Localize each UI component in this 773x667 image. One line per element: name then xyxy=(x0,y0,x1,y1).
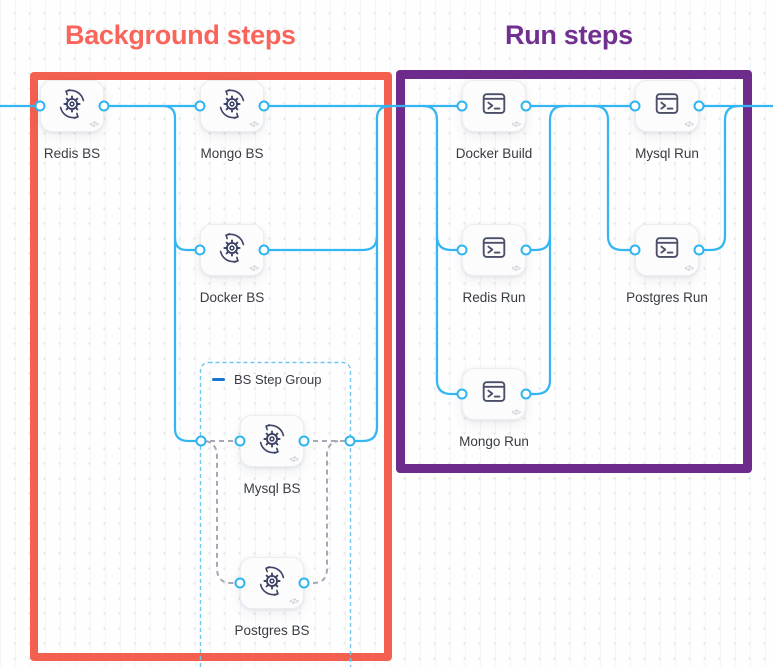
connector-dot[interactable] xyxy=(456,388,468,400)
step-label: Mysql BS xyxy=(243,481,301,496)
sync-gear-icon xyxy=(59,88,85,120)
edge-run-split1-redis xyxy=(435,234,464,252)
connector-dot[interactable] xyxy=(195,435,207,447)
edge-run-split2 xyxy=(592,104,637,252)
edge-run-merge1 xyxy=(524,104,566,396)
node-redis-bs[interactable]: </> Redis BS xyxy=(40,80,104,161)
node-redis-run[interactable]: </> Redis Run xyxy=(462,224,526,305)
terminal-icon xyxy=(482,93,506,114)
terminal-icon xyxy=(482,237,506,258)
code-badge: </> xyxy=(511,264,521,273)
background-steps-box xyxy=(30,72,392,661)
bs-step-group-border xyxy=(199,361,352,667)
run-steps-title: Run steps xyxy=(505,20,633,50)
step-card[interactable]: </> xyxy=(462,80,526,132)
edge-group-up xyxy=(304,440,339,584)
step-card[interactable]: </> xyxy=(635,224,699,276)
code-badge: </> xyxy=(289,455,299,464)
connector-dot[interactable] xyxy=(520,244,532,256)
edge-run-merge2 xyxy=(697,104,741,252)
code-badge: </> xyxy=(89,120,99,129)
edge-group-down xyxy=(205,440,240,584)
connector-dot[interactable] xyxy=(693,244,705,256)
step-label: Docker Build xyxy=(455,146,533,161)
edge-bg-split xyxy=(161,104,203,443)
connector-dot[interactable] xyxy=(520,388,532,400)
code-badge: </> xyxy=(249,264,259,273)
edge-run-merge1-redis xyxy=(524,234,552,252)
connector-dot[interactable] xyxy=(629,100,641,112)
collapse-dash-icon[interactable] xyxy=(212,377,225,382)
connector-dot[interactable] xyxy=(234,577,246,589)
step-card[interactable]: </> xyxy=(462,224,526,276)
node-docker-build[interactable]: </> Docker Build xyxy=(456,80,532,161)
step-label: Postgres BS xyxy=(234,623,310,638)
code-badge: </> xyxy=(511,408,521,417)
code-badge: </> xyxy=(684,264,694,273)
run-steps-box xyxy=(396,70,752,473)
node-postgres-run[interactable]: </> Postgres Run xyxy=(626,224,708,305)
code-badge: </> xyxy=(684,120,694,129)
edge-run-split1 xyxy=(421,104,464,396)
terminal-icon xyxy=(655,93,679,114)
terminal-icon xyxy=(655,237,679,258)
connector-dot[interactable] xyxy=(258,100,270,112)
step-card[interactable]: </> xyxy=(240,415,304,467)
code-badge: </> xyxy=(511,120,521,129)
connector-dot[interactable] xyxy=(194,244,206,256)
edge-bg-split-docker xyxy=(173,236,202,252)
connector-dot[interactable] xyxy=(629,244,641,256)
step-card[interactable]: </> xyxy=(200,224,264,276)
step-card[interactable]: </> xyxy=(635,80,699,132)
bs-step-group-header[interactable]: BS Step Group xyxy=(212,372,321,387)
connector-dot[interactable] xyxy=(234,435,246,447)
bs-step-group-label: BS Step Group xyxy=(234,372,322,387)
code-badge: </> xyxy=(289,597,299,606)
step-label: Mysql Run xyxy=(635,146,699,161)
connector-dot[interactable] xyxy=(34,100,46,112)
connector-dot[interactable] xyxy=(520,100,532,112)
step-label: Docker BS xyxy=(199,290,265,305)
step-label: Postgres Run xyxy=(626,290,708,305)
background-steps-title: Background steps xyxy=(65,20,296,50)
step-label: Mongo BS xyxy=(200,146,264,161)
terminal-icon xyxy=(482,381,506,402)
node-mysql-bs[interactable]: </> Mysql BS xyxy=(240,415,304,496)
sync-gear-icon xyxy=(219,88,245,120)
sync-gear-icon xyxy=(259,565,285,597)
connector-dot[interactable] xyxy=(456,100,468,112)
node-postgres-bs[interactable]: </> Postgres BS xyxy=(234,557,310,638)
step-card[interactable]: </> xyxy=(240,557,304,609)
connector-dot[interactable] xyxy=(693,100,705,112)
node-mongo-run[interactable]: </> Mongo Run xyxy=(459,368,529,449)
node-mysql-run[interactable]: </> Mysql Run xyxy=(635,80,699,161)
connector-dot[interactable] xyxy=(344,435,356,447)
sync-gear-icon xyxy=(219,232,245,264)
step-label: Mongo Run xyxy=(459,434,529,449)
step-card[interactable]: </> xyxy=(200,80,264,132)
node-mongo-bs[interactable]: </> Mongo BS xyxy=(200,80,264,161)
step-label: Redis BS xyxy=(43,146,101,161)
edge-bg-merge-docker xyxy=(262,234,379,252)
connector-dot[interactable] xyxy=(194,100,206,112)
connector-dot[interactable] xyxy=(98,100,110,112)
node-docker-bs[interactable]: </> Docker BS xyxy=(200,224,264,305)
connector-dot[interactable] xyxy=(258,244,270,256)
edge-bg-merge xyxy=(348,104,393,443)
step-card[interactable]: </> xyxy=(40,80,104,132)
sync-gear-icon xyxy=(259,423,285,455)
connector-dot[interactable] xyxy=(298,577,310,589)
step-card[interactable]: </> xyxy=(462,368,526,420)
connector-dot[interactable] xyxy=(298,435,310,447)
step-label: Redis Run xyxy=(462,290,526,305)
code-badge: </> xyxy=(249,120,259,129)
connector-dot[interactable] xyxy=(456,244,468,256)
